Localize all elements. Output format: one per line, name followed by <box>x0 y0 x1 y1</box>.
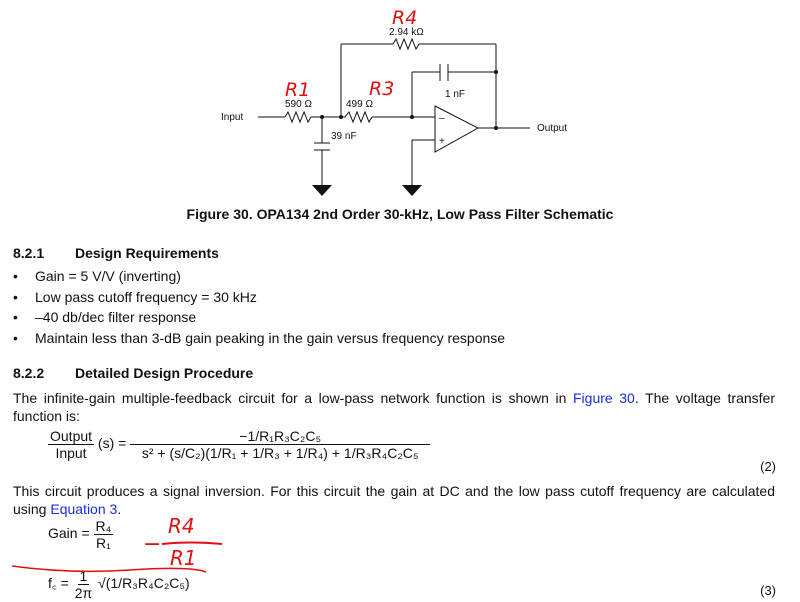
hand-underline <box>11 565 207 573</box>
figure-30-link[interactable]: Figure 30 <box>573 390 635 406</box>
eq2-lhs-den: Input <box>55 445 87 461</box>
hand-fraction-line <box>161 541 223 545</box>
section-title: Design Requirements <box>75 245 219 261</box>
opamp-minus: – <box>439 113 445 124</box>
equation-3-number: (3) <box>760 583 776 598</box>
eq2-lhs-num: Output <box>48 428 95 445</box>
r4-value: 2.94 kΩ <box>389 27 424 38</box>
r3-value: 499 Ω <box>346 99 373 110</box>
fc-rest: √(1/R₃R₄C₂C₅) <box>98 575 190 592</box>
gain-label: Gain = <box>48 525 90 542</box>
annotation-r3: R3 <box>369 78 394 100</box>
hand-minus: − <box>143 532 162 557</box>
equation-3-link[interactable]: Equation 3 <box>50 501 118 517</box>
hand-den: R1 <box>170 546 197 570</box>
input-label: Input <box>221 112 243 123</box>
fc-label: f꜀ = <box>48 575 69 592</box>
equation-2-number: (2) <box>760 459 776 474</box>
eq2-lhs-arg: (s) = <box>97 435 127 452</box>
paragraph-transfer-function: The infinite-gain multiple-feedback circ… <box>13 390 775 424</box>
paragraph-inversion: This circuit produces a signal inversion… <box>13 483 775 517</box>
c-feedback-value: 1 nF <box>445 89 465 100</box>
output-label: Output <box>537 123 567 134</box>
fc-den: 2π <box>74 585 93 601</box>
fc-num: 1 <box>77 568 90 585</box>
gain-den: R₁ <box>96 535 111 551</box>
list-item: •Low pass cutoff frequency = 30 kHz <box>13 288 257 305</box>
eq2-rhs-num: −1/R₁R₃C₂C₅ <box>130 428 431 445</box>
section-heading-design-requirements: 8.2.1 Design Requirements <box>13 245 219 261</box>
hand-num: R4 <box>168 514 195 538</box>
figure-caption: Figure 30. OPA134 2nd Order 30-kHz, Low … <box>186 206 614 222</box>
annotation-r1: R1 <box>285 79 310 101</box>
list-item: •Gain = 5 V/V (inverting) <box>13 268 181 284</box>
opamp-plus: + <box>439 136 445 147</box>
gain-num: R₄ <box>93 518 114 535</box>
section-number: 8.2.1 <box>13 245 45 261</box>
c-ground-value: 39 nF <box>331 131 357 142</box>
list-item: •Maintain less than 3-dB gain peaking in… <box>13 329 506 346</box>
list-item: •–40 db/dec filter response <box>13 309 197 325</box>
r1-value: 590 Ω <box>285 99 312 110</box>
section-heading-detailed-design: 8.2.2 Detailed Design Procedure <box>13 365 253 381</box>
filter-schematic: 2.94 kΩ 590 Ω 499 Ω 1 nF 39 nF Input Out… <box>221 7 567 196</box>
section-title: Detailed Design Procedure <box>75 365 254 381</box>
eq2-rhs-den: s² + (s/C₂)(1/R₁ + 1/R₃ + 1/R₄) + 1/R₃R₄… <box>141 445 419 461</box>
section-number: 8.2.2 <box>13 365 45 381</box>
annotation-r4: R4 <box>392 7 417 29</box>
requirements-list: •Gain = 5 V/V (inverting) •Low pass cuto… <box>13 268 505 350</box>
